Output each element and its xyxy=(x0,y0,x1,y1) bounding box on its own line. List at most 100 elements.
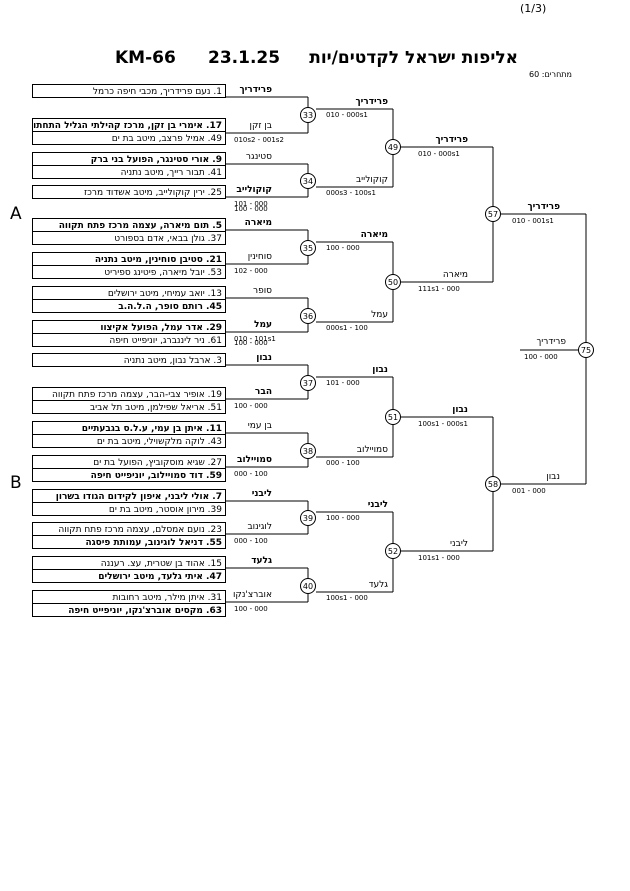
weight-category: KM-66 xyxy=(115,48,176,68)
player-entry: 29. אדר עמל, הפועל אקיצוו xyxy=(32,320,226,334)
r1-top-name: מיארה xyxy=(244,218,272,228)
r2-score: 101 - 000 xyxy=(326,379,360,387)
player-entry: 21. סטיבן סוחינין, מיטב נתניה xyxy=(32,252,226,266)
match-node: 51 xyxy=(385,409,401,425)
r3-winner-name: ליבני xyxy=(450,539,468,549)
player-entry: 25. ירין קוקולייב, מיטב אשדוד מרכז xyxy=(32,185,226,199)
r1-score: 100 - 000 xyxy=(234,402,268,410)
r1-bottom-name: קוקולייב xyxy=(236,185,272,195)
r1-bottom-name: בן זקן xyxy=(249,121,272,131)
section-label-a: A xyxy=(10,204,22,224)
player-entry: 63. מקסים אוברצ'נקו, יוניפייט חיפה xyxy=(32,603,226,617)
player-entry: 31. איתן מילר, מיטב רחובות xyxy=(32,590,226,604)
final-score: 100 - 000 xyxy=(524,353,558,361)
r2-winner-name: קוקולייב xyxy=(355,175,388,185)
r1-extra-score: 100 - 000 xyxy=(234,205,268,213)
player-entry: 51. אריאל שפילמן, מיטב תל אביב xyxy=(32,400,226,414)
r1-top-name: בן עמי xyxy=(247,421,272,431)
r2-winner-name: פרידריך xyxy=(355,97,388,107)
player-entry: 17. אימרי בן זקן, מרכז קהילתי הגליל התחת… xyxy=(32,118,226,132)
r1-score: 100 - 000 xyxy=(234,605,268,613)
r3-score: 111s1 - 000 xyxy=(418,285,460,293)
r2-winner-name: סמויילוב xyxy=(356,445,388,455)
match-node: 36 xyxy=(300,308,316,324)
r2-score: 010 - 000s1 xyxy=(326,111,368,119)
player-entry: 47. איתי גלעד, מיטב ירושלים xyxy=(32,569,226,583)
r4-winner-name: פרידריך xyxy=(527,202,560,212)
player-entry: 43. לוקה מלקשוילי, מיטב בת ים xyxy=(32,434,226,448)
page-number: (1/3) xyxy=(520,2,547,15)
match-node: 34 xyxy=(300,173,316,189)
final-node: 75 xyxy=(578,342,594,358)
r2-winner-name: מיארה xyxy=(360,230,388,240)
match-node: 33 xyxy=(300,107,316,123)
r2-score: 100 - 000 xyxy=(326,244,360,252)
r2-winner-name: נבון xyxy=(372,365,388,375)
r4-score: 001 - 000 xyxy=(512,487,546,495)
r1-top-name: ליבני xyxy=(251,489,272,499)
match-node: 52 xyxy=(385,543,401,559)
match-node: 50 xyxy=(385,274,401,290)
r1-bottom-name: הבר xyxy=(254,387,272,397)
match-node: 38 xyxy=(300,443,316,459)
player-entry: 45. רותם סופר, ה.ל.ה.ב xyxy=(32,299,226,313)
participants-count: מתחרים: 60 xyxy=(529,70,572,79)
match-node: 57 xyxy=(485,206,501,222)
match-node: 39 xyxy=(300,510,316,526)
player-entry: 5. תום מיארה, עצמה מרכז פתח תקווה xyxy=(32,218,226,232)
r1-top-name: נבון xyxy=(256,353,272,363)
player-entry: 3. ארבל נבון, מיטב נתניה xyxy=(32,353,226,367)
r1-bottom-name: סוחינין xyxy=(247,252,272,262)
r1-top-name: פרידריך xyxy=(239,85,272,95)
player-entry: 39. מירון אוסטר, מיטב בת ים xyxy=(32,502,226,516)
player-entry: 37. גולן בבאי, אדם בספורט xyxy=(32,231,226,245)
match-node: 35 xyxy=(300,240,316,256)
r4-winner-name: נבון xyxy=(546,472,560,482)
r1-bottom-name: לוגינוב xyxy=(247,522,272,532)
tournament-date: 23.1.25 xyxy=(208,48,281,68)
player-entry: 19. אופיר צבי-הבר, עצמה מרכז פתח תקווה xyxy=(32,387,226,401)
r2-winner-name: עמל xyxy=(371,310,388,320)
r1-top-name: סופר xyxy=(253,286,272,296)
r2-score: 000 - 100 xyxy=(326,459,360,467)
r1-score: 000 - 100 xyxy=(234,537,268,545)
r1-score: 102 - 000 xyxy=(234,267,268,275)
r1-score: 000 - 100 xyxy=(234,470,268,478)
r2-score: 100s1 - 000 xyxy=(326,594,368,602)
player-entry: 59. דוד סמויילוב, יוניפייט חיפה xyxy=(32,468,226,482)
r3-score: 010 - 000s1 xyxy=(418,150,460,158)
r1-score: 010 - 101s1 xyxy=(234,335,276,343)
player-entry: 1. נעם פרידריך, מכבי חיפה כרמל xyxy=(32,84,226,98)
r4-score: 010 - 001s1 xyxy=(512,217,554,225)
player-entry: 41. תבור רייך, מיטב נתניה xyxy=(32,165,226,179)
r3-winner-name: מיארה xyxy=(442,270,468,280)
r1-bottom-name: אוברצ'נקו xyxy=(232,590,272,600)
r1-bottom-name: עמל xyxy=(254,320,272,330)
r1-bottom-name: סמויילוב xyxy=(236,455,272,465)
r3-winner-name: פרידריך xyxy=(435,135,468,145)
player-entry: 13. יואב עמיחי, מיטב ירושלים xyxy=(32,286,226,300)
match-node: 37 xyxy=(300,375,316,391)
player-entry: 9. אורי סטינגר, הפועל בני ברק xyxy=(32,152,226,166)
player-entry: 11. איתן בן עמי, ע.ל.ס בגבעתיים xyxy=(32,421,226,435)
r2-score: 000s3 - 100s1 xyxy=(326,189,376,197)
player-entry: 23. נועם אמסלם, עצמה מרכז פתח תקווה xyxy=(32,522,226,536)
r1-score: 101 - 000 xyxy=(234,200,268,208)
r3-score: 100s1 - 000s1 xyxy=(418,420,468,428)
r2-score: 000s1 - 100 xyxy=(326,324,368,332)
r1-score: 010s2 - 001s2 xyxy=(234,136,284,144)
r3-score: 101s1 - 000 xyxy=(418,554,460,562)
final-winner-name: פרידריך xyxy=(536,337,566,347)
r2-score: 100 - 000 xyxy=(326,514,360,522)
player-entry: 61. ניר ליננברג, יוניפייט חיפה xyxy=(32,333,226,347)
r1-top-name: גלעד xyxy=(251,556,272,566)
tournament-title: אליפות ישראל לקדטים/יות xyxy=(309,48,518,68)
r2-winner-name: ליבני xyxy=(367,500,388,510)
player-entry: 53. יובל מיארה, פיטינג ספיריט xyxy=(32,265,226,279)
match-node: 40 xyxy=(300,578,316,594)
player-entry: 7. אולי ליבני, איפון לקידום הגודו בשרון xyxy=(32,489,226,503)
r1-top-name: סטינגר xyxy=(245,152,272,162)
match-node: 58 xyxy=(485,476,501,492)
player-entry: 55. דניאל לוגינוב, עמותת פיסגה xyxy=(32,535,226,549)
